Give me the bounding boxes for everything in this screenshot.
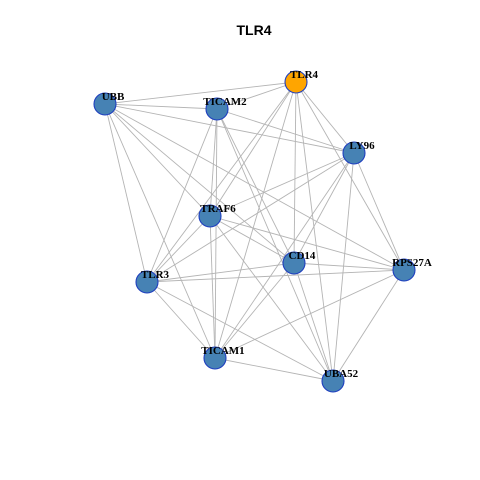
edge-rps27a-ticam1 — [214, 269, 405, 359]
edge-cd14-rps27a — [293, 262, 405, 271]
edge-ly96-tlr3 — [146, 152, 355, 283]
edge-ticam2-tlr3 — [146, 108, 218, 283]
edge-traf6-tlr3 — [146, 215, 211, 283]
edge-traf6-ticam1 — [209, 215, 216, 359]
edge-tlr4-ticam2 — [216, 81, 297, 110]
edge-ticam2-cd14 — [216, 108, 295, 264]
edge-tlr4-ticam1 — [214, 81, 297, 359]
node-label-ly96: LY96 — [349, 140, 375, 152]
edge-ly96-uba52 — [332, 152, 355, 382]
edge-ly96-cd14 — [293, 152, 355, 264]
node-uba52[interactable] — [321, 369, 345, 393]
node-ly96[interactable] — [342, 141, 366, 165]
node-ticam1[interactable] — [203, 346, 227, 370]
node-layer — [93, 70, 416, 393]
node-label-uba52: UBA52 — [324, 368, 359, 380]
edge-rps27a-tlr3 — [146, 269, 405, 283]
edge-traf6-rps27a — [209, 215, 405, 271]
edge-tlr4-ubb — [104, 81, 297, 105]
node-label-traf6: TRAF6 — [200, 203, 236, 215]
node-ubb[interactable] — [93, 92, 117, 116]
edge-tlr4-ly96 — [295, 81, 355, 154]
edge-layer — [104, 81, 405, 382]
edge-ticam1-uba52 — [214, 357, 334, 382]
node-label-ticam2: TICAM2 — [203, 96, 247, 108]
edge-tlr4-uba52 — [295, 81, 334, 382]
edge-ubb-traf6 — [104, 103, 211, 217]
edge-tlr4-rps27a — [295, 81, 405, 271]
node-label-tlr4: TLR4 — [290, 69, 319, 81]
node-label-tlr3: TLR3 — [141, 269, 170, 281]
node-ticam2[interactable] — [205, 97, 229, 121]
edge-ly96-traf6 — [209, 152, 355, 217]
edge-ubb-ticam1 — [104, 103, 216, 359]
node-tlr3[interactable] — [135, 270, 159, 294]
edge-tlr4-cd14 — [293, 81, 297, 264]
edge-ticam2-traf6 — [209, 108, 218, 217]
edge-traf6-uba52 — [209, 215, 334, 382]
node-label-ticam1: TICAM1 — [201, 345, 244, 357]
edge-ubb-ly96 — [104, 103, 355, 154]
node-traf6[interactable] — [198, 204, 222, 228]
node-rps27a[interactable] — [392, 258, 416, 282]
edge-cd14-uba52 — [293, 262, 334, 382]
edge-tlr3-ticam1 — [146, 281, 216, 359]
edge-cd14-ticam1 — [214, 262, 295, 359]
edge-tlr4-tlr3 — [146, 81, 297, 283]
edge-tlr3-uba52 — [146, 281, 334, 382]
graph-title: TLR4 — [237, 22, 272, 38]
edge-rps27a-uba52 — [332, 269, 405, 382]
edge-ticam2-ly96 — [216, 108, 355, 154]
edge-ubb-ticam2 — [104, 103, 218, 110]
node-cd14[interactable] — [282, 251, 306, 275]
edge-ly96-rps27a — [353, 152, 405, 271]
edge-ly96-ticam1 — [214, 152, 355, 359]
edge-ticam2-uba52 — [216, 108, 334, 382]
edge-tlr4-traf6 — [209, 81, 297, 217]
node-label-ubb: UBB — [102, 91, 125, 103]
edge-ubb-rps27a — [104, 103, 405, 271]
edge-ubb-cd14 — [104, 103, 295, 264]
node-label-rps27a: RPS27A — [392, 257, 432, 269]
edge-ubb-tlr3 — [104, 103, 148, 283]
node-label-cd14: CD14 — [289, 250, 316, 262]
edge-cd14-tlr3 — [146, 262, 295, 283]
edge-ticam2-ticam1 — [214, 108, 218, 359]
edge-traf6-cd14 — [209, 215, 295, 264]
node-tlr4[interactable] — [284, 70, 308, 94]
